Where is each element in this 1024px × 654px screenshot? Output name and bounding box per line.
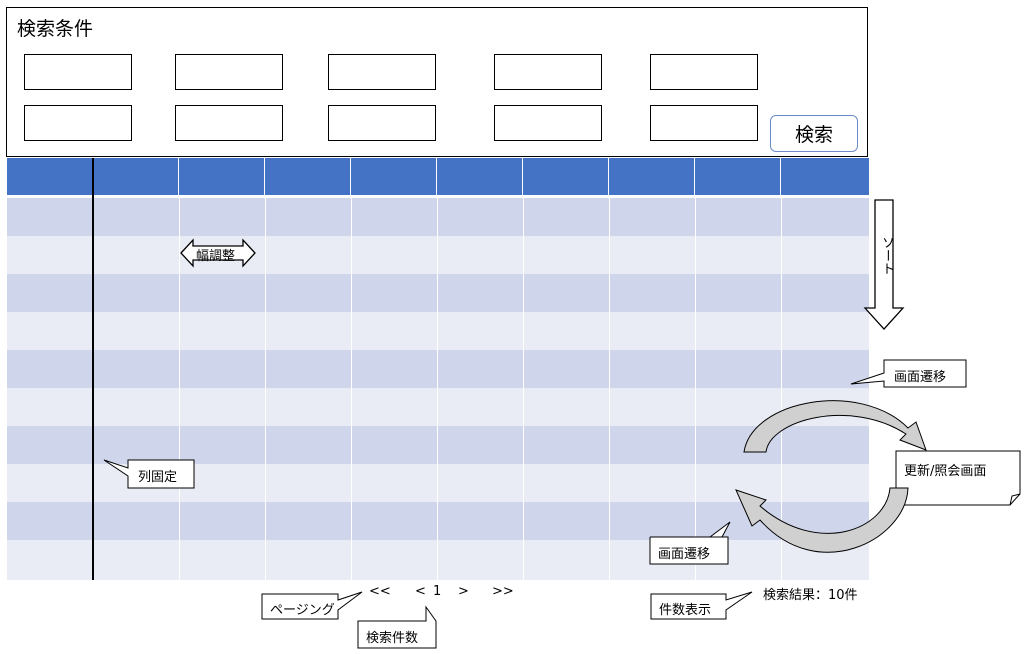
header-cell[interactable] (523, 158, 609, 195)
callout-column-fixed (103, 459, 195, 489)
header-cell[interactable] (179, 158, 265, 195)
column-fixed-label: 列固定 (138, 470, 178, 485)
search-button[interactable]: 検索 (770, 115, 858, 152)
pager-next[interactable]: > (458, 584, 469, 599)
header-cell[interactable] (93, 158, 179, 195)
column-divider (265, 196, 266, 580)
header-cell[interactable] (265, 158, 351, 195)
fixed-column-line (92, 158, 94, 580)
header-cell[interactable] (437, 158, 523, 195)
column-divider (609, 196, 610, 580)
callout-search-count (357, 605, 437, 649)
column-divider (695, 196, 696, 580)
pager-page[interactable]: 1 (433, 584, 442, 599)
callout-paging (261, 591, 363, 620)
search-condition-title: 検索条件 (17, 18, 94, 40)
table-row[interactable] (7, 274, 869, 312)
search-field[interactable] (175, 54, 283, 90)
sort-label: ソート (879, 236, 894, 275)
search-field[interactable] (650, 54, 758, 90)
column-divider (179, 196, 180, 580)
width-adjust-label: 幅調整 (196, 249, 236, 264)
table-row[interactable] (7, 198, 869, 236)
search-field[interactable] (328, 105, 436, 141)
column-divider (437, 196, 438, 580)
update-screen-label: 更新/照会画面 (904, 464, 987, 479)
search-field[interactable] (24, 105, 132, 141)
search-count-label: 検索件数 (366, 631, 419, 646)
pager-first[interactable]: << (369, 584, 391, 599)
search-condition-panel: 検索条件 検索 (6, 7, 868, 157)
search-field[interactable] (175, 105, 283, 141)
header-cell[interactable] (695, 158, 781, 195)
table-row[interactable] (7, 502, 869, 540)
callout-count-display (650, 591, 753, 620)
circular-arrow-icon (743, 400, 927, 453)
callout-transition-bottom (649, 521, 731, 565)
table-row[interactable] (7, 236, 869, 274)
column-divider (351, 196, 352, 580)
column-divider (523, 196, 524, 580)
down-arrow-icon (863, 199, 905, 330)
callout-transition-top (850, 359, 967, 388)
pager-last[interactable]: >> (492, 584, 514, 599)
table-row[interactable] (7, 426, 869, 464)
transition-label-top: 画面遷移 (894, 370, 947, 385)
search-field[interactable] (494, 105, 602, 141)
header-cell[interactable] (351, 158, 437, 195)
search-field[interactable] (650, 105, 758, 141)
column-divider (781, 196, 782, 580)
table-row[interactable] (7, 388, 869, 426)
pager-prev[interactable]: < (415, 584, 426, 599)
header-cell[interactable] (609, 158, 695, 195)
paging-label: ページング (270, 603, 335, 618)
result-table (7, 158, 869, 580)
table-row[interactable] (7, 350, 869, 388)
search-field[interactable] (24, 54, 132, 90)
double-arrow-icon (180, 238, 256, 268)
transition-label-bottom: 画面遷移 (658, 547, 711, 562)
circular-arrow-icon (735, 487, 909, 553)
count-display-label: 件数表示 (659, 603, 712, 618)
result-count: 検索結果：10件 (763, 588, 858, 603)
search-field[interactable] (328, 54, 436, 90)
table-row[interactable] (7, 312, 869, 350)
table-header (7, 158, 869, 195)
search-field[interactable] (494, 54, 602, 90)
